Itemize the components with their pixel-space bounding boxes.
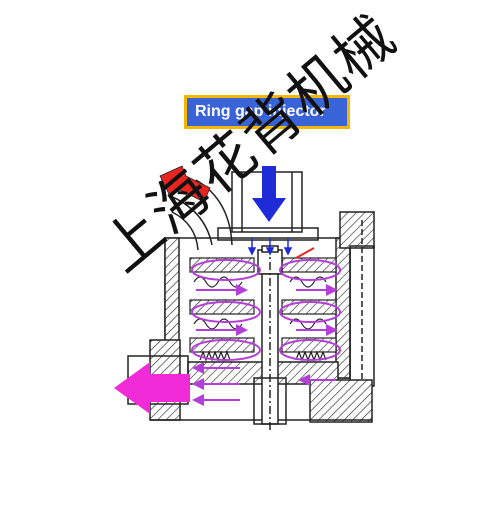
ring-gap-injector-label: Ring gap injector <box>184 95 350 129</box>
injection-arrows <box>247 238 293 256</box>
outlet-arrow <box>114 362 190 414</box>
flow-loops <box>191 247 341 406</box>
inlet-arrow <box>159 165 211 203</box>
down-arrow <box>252 166 286 222</box>
